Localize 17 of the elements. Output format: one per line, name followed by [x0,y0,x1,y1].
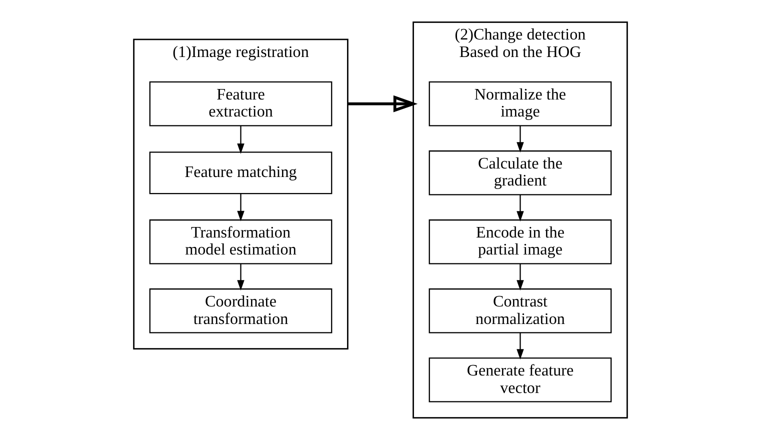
arrow [348,95,418,112]
node-box: Generate feature vector [428,357,612,402]
node-box: Transformation model estimation [149,219,332,264]
arrow [516,264,524,290]
node-box: Normalize the image [428,81,612,126]
arrow [237,126,244,154]
node-box: Calculate the gradient [428,150,612,196]
node-box: Contrast normalization [428,288,612,334]
arrow [237,264,244,290]
arrow [237,194,244,222]
node-box: Coordinate transformation [149,288,332,334]
node-box: Feature extraction [149,81,332,126]
arrow [516,194,524,222]
arrow [516,126,524,152]
arrow [516,332,524,360]
node-box: Encode in the partial image [428,219,612,264]
node-box: Feature matching [149,152,332,194]
